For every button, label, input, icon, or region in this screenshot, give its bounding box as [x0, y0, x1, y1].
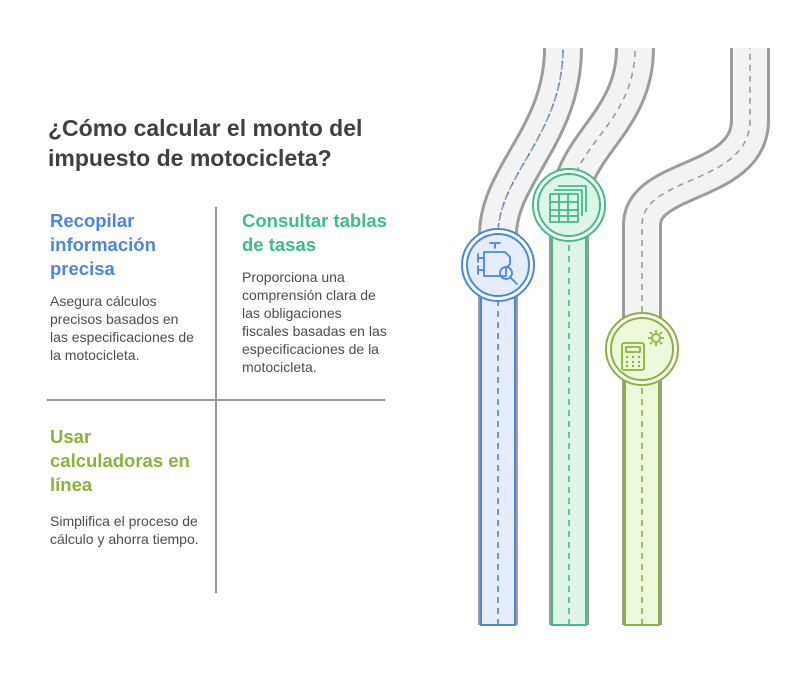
horizontal-divider [47, 399, 385, 401]
calculator-gear-icon [605, 312, 679, 386]
engine-search-icon [461, 228, 535, 302]
step-description-rate-tables: Proporciona una comprensión clara de las… [242, 269, 387, 375]
rate-table-icon [532, 168, 606, 242]
step-description-gather-info: Asegura cálculos precisos basados en las… [50, 293, 194, 363]
page-title: ¿Cómo calcular el monto del impuesto de … [48, 115, 363, 171]
step-title-gather-info: Recopilar información precisa [50, 210, 156, 279]
step-title-rate-tables: Consultar tablas de tasas [242, 210, 387, 255]
road-gather-info [478, 47, 583, 626]
step-title-online-calculators: Usar calculadoras en línea [50, 426, 190, 495]
road-online-calculators [622, 48, 770, 626]
step-description-online-calculators: Simplifica el proceso de cálculo y ahorr… [50, 513, 199, 547]
